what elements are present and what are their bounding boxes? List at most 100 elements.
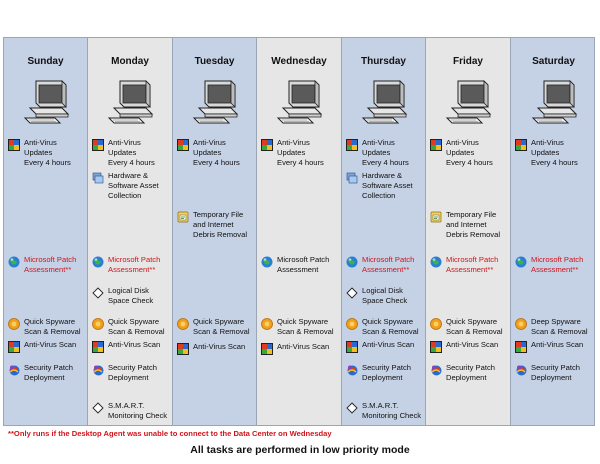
task-item: Anti-Virus Scan xyxy=(346,340,423,353)
task-item: Quick Spyware Scan & Removal xyxy=(430,317,508,337)
task-label: Security Patch Deployment xyxy=(446,363,495,382)
antivirus-icon xyxy=(515,341,527,353)
task-label: Quick Spyware Scan & Removal xyxy=(446,317,503,336)
smart-check-icon xyxy=(92,402,104,414)
security-patch-icon xyxy=(346,364,358,376)
task-item: Security Patch Deployment xyxy=(515,363,594,383)
antivirus-icon xyxy=(8,341,20,353)
antivirus-icon xyxy=(261,139,273,151)
task-label: Microsoft Patch Assessment** xyxy=(362,255,415,274)
task-label: Quick Spyware Scan & Removal xyxy=(193,317,250,336)
task-item: Security Patch Deployment xyxy=(346,363,423,383)
task-item: Anti-Virus Updates Every 4 hours xyxy=(92,138,170,168)
day-title: Sunday xyxy=(27,56,64,67)
computer-icon xyxy=(530,77,578,127)
day-title: Thursday xyxy=(360,56,406,67)
task-item: Temporary File and Internet Debris Remov… xyxy=(177,210,254,240)
computer-icon xyxy=(106,77,154,127)
task-item: Temporary File and Internet Debris Remov… xyxy=(430,210,508,240)
antivirus-icon xyxy=(177,343,189,355)
spyware-icon xyxy=(430,318,442,330)
task-label: Quick Spyware Scan & Removal xyxy=(277,317,334,336)
task-label: Logical Disk Space Check xyxy=(108,286,154,305)
task-item: Anti-Virus Scan xyxy=(8,340,85,353)
task-label: Deep Spyware Scan & Removal xyxy=(531,317,588,336)
task-item: Microsoft Patch Assessment** xyxy=(515,255,594,275)
task-item: Anti-Virus Scan xyxy=(430,340,508,353)
antivirus-icon xyxy=(92,341,104,353)
task-item: Anti-Virus Scan xyxy=(261,342,339,355)
task-label: Anti-Virus Scan xyxy=(277,342,330,351)
antivirus-icon xyxy=(346,341,358,353)
task-item: Microsoft Patch Assessment** xyxy=(430,255,508,275)
task-item: Microsoft Patch Assessment xyxy=(261,255,339,275)
task-label: Hardware & Software Asset Collection xyxy=(362,171,413,200)
task-item: Deep Spyware Scan & Removal xyxy=(515,317,594,337)
task-label: Microsoft Patch Assessment** xyxy=(24,255,77,274)
task-item: Anti-Virus Scan xyxy=(92,340,170,353)
task-item: S.M.A.R.T. Monitoring Check xyxy=(346,401,423,421)
hardware-icon xyxy=(92,172,104,184)
computer-icon xyxy=(444,77,492,127)
spyware-icon xyxy=(261,318,273,330)
task-label: Anti-Virus Updates Every 4 hours xyxy=(193,138,240,167)
task-label: Quick Spyware Scan & Removal xyxy=(108,317,165,336)
day-title: Saturday xyxy=(532,56,575,67)
security-patch-icon xyxy=(92,364,104,376)
task-item: Quick Spyware Scan & Removal xyxy=(8,317,85,337)
computer-icon xyxy=(22,77,70,127)
task-label: S.M.A.R.T. Monitoring Check xyxy=(108,401,168,420)
day-title: Monday xyxy=(111,56,149,67)
spyware-icon xyxy=(346,318,358,330)
disk-check-icon xyxy=(92,287,104,299)
task-item: Security Patch Deployment xyxy=(8,363,85,383)
spyware-icon xyxy=(8,318,20,330)
task-label: Anti-Virus Updates Every 4 hours xyxy=(24,138,71,167)
task-label: Security Patch Deployment xyxy=(531,363,580,382)
task-item: Microsoft Patch Assessment** xyxy=(346,255,423,275)
antivirus-icon xyxy=(346,139,358,151)
task-item: Microsoft Patch Assessment** xyxy=(8,255,85,275)
task-label: Anti-Virus Scan xyxy=(193,342,246,351)
task-label: Microsoft Patch Assessment** xyxy=(108,255,161,274)
task-item: Quick Spyware Scan & Removal xyxy=(92,317,170,337)
task-item: Hardware & Software Asset Collection xyxy=(346,171,423,201)
antivirus-icon xyxy=(430,139,442,151)
task-item: Quick Spyware Scan & Removal xyxy=(346,317,423,337)
task-label: Quick Spyware Scan & Removal xyxy=(24,317,81,336)
task-item: Logical Disk Space Check xyxy=(92,286,170,306)
task-label: Anti-Virus Updates Every 4 hours xyxy=(362,138,409,167)
task-item: Anti-Virus Updates Every 4 hours xyxy=(177,138,254,168)
antivirus-icon xyxy=(92,139,104,151)
day-title: Tuesday xyxy=(194,56,235,67)
globe-icon xyxy=(430,256,442,268)
task-label: Microsoft Patch Assessment** xyxy=(531,255,584,274)
task-item: Anti-Virus Updates Every 4 hours xyxy=(8,138,85,168)
task-label: Logical Disk Space Check xyxy=(362,286,408,305)
task-label: Anti-Virus Updates Every 4 hours xyxy=(531,138,578,167)
task-label: Anti-Virus Updates Every 4 hours xyxy=(277,138,324,167)
security-patch-icon xyxy=(515,364,527,376)
task-item: Quick Spyware Scan & Removal xyxy=(261,317,339,337)
hardware-icon xyxy=(346,172,358,184)
task-label: Anti-Virus Scan xyxy=(108,340,161,349)
task-item: Security Patch Deployment xyxy=(430,363,508,383)
spyware-icon xyxy=(177,318,189,330)
task-item: Anti-Virus Updates Every 4 hours xyxy=(261,138,339,168)
task-label: Quick Spyware Scan & Removal xyxy=(362,317,419,336)
computer-icon xyxy=(191,77,239,127)
disk-check-icon xyxy=(346,287,358,299)
task-label: S.M.A.R.T. Monitoring Check xyxy=(362,401,422,420)
task-label: Temporary File and Internet Debris Remov… xyxy=(446,210,501,239)
smart-check-icon xyxy=(346,402,358,414)
task-label: Security Patch Deployment xyxy=(362,363,411,382)
task-label: Anti-Virus Scan xyxy=(362,340,415,349)
globe-icon xyxy=(515,256,527,268)
